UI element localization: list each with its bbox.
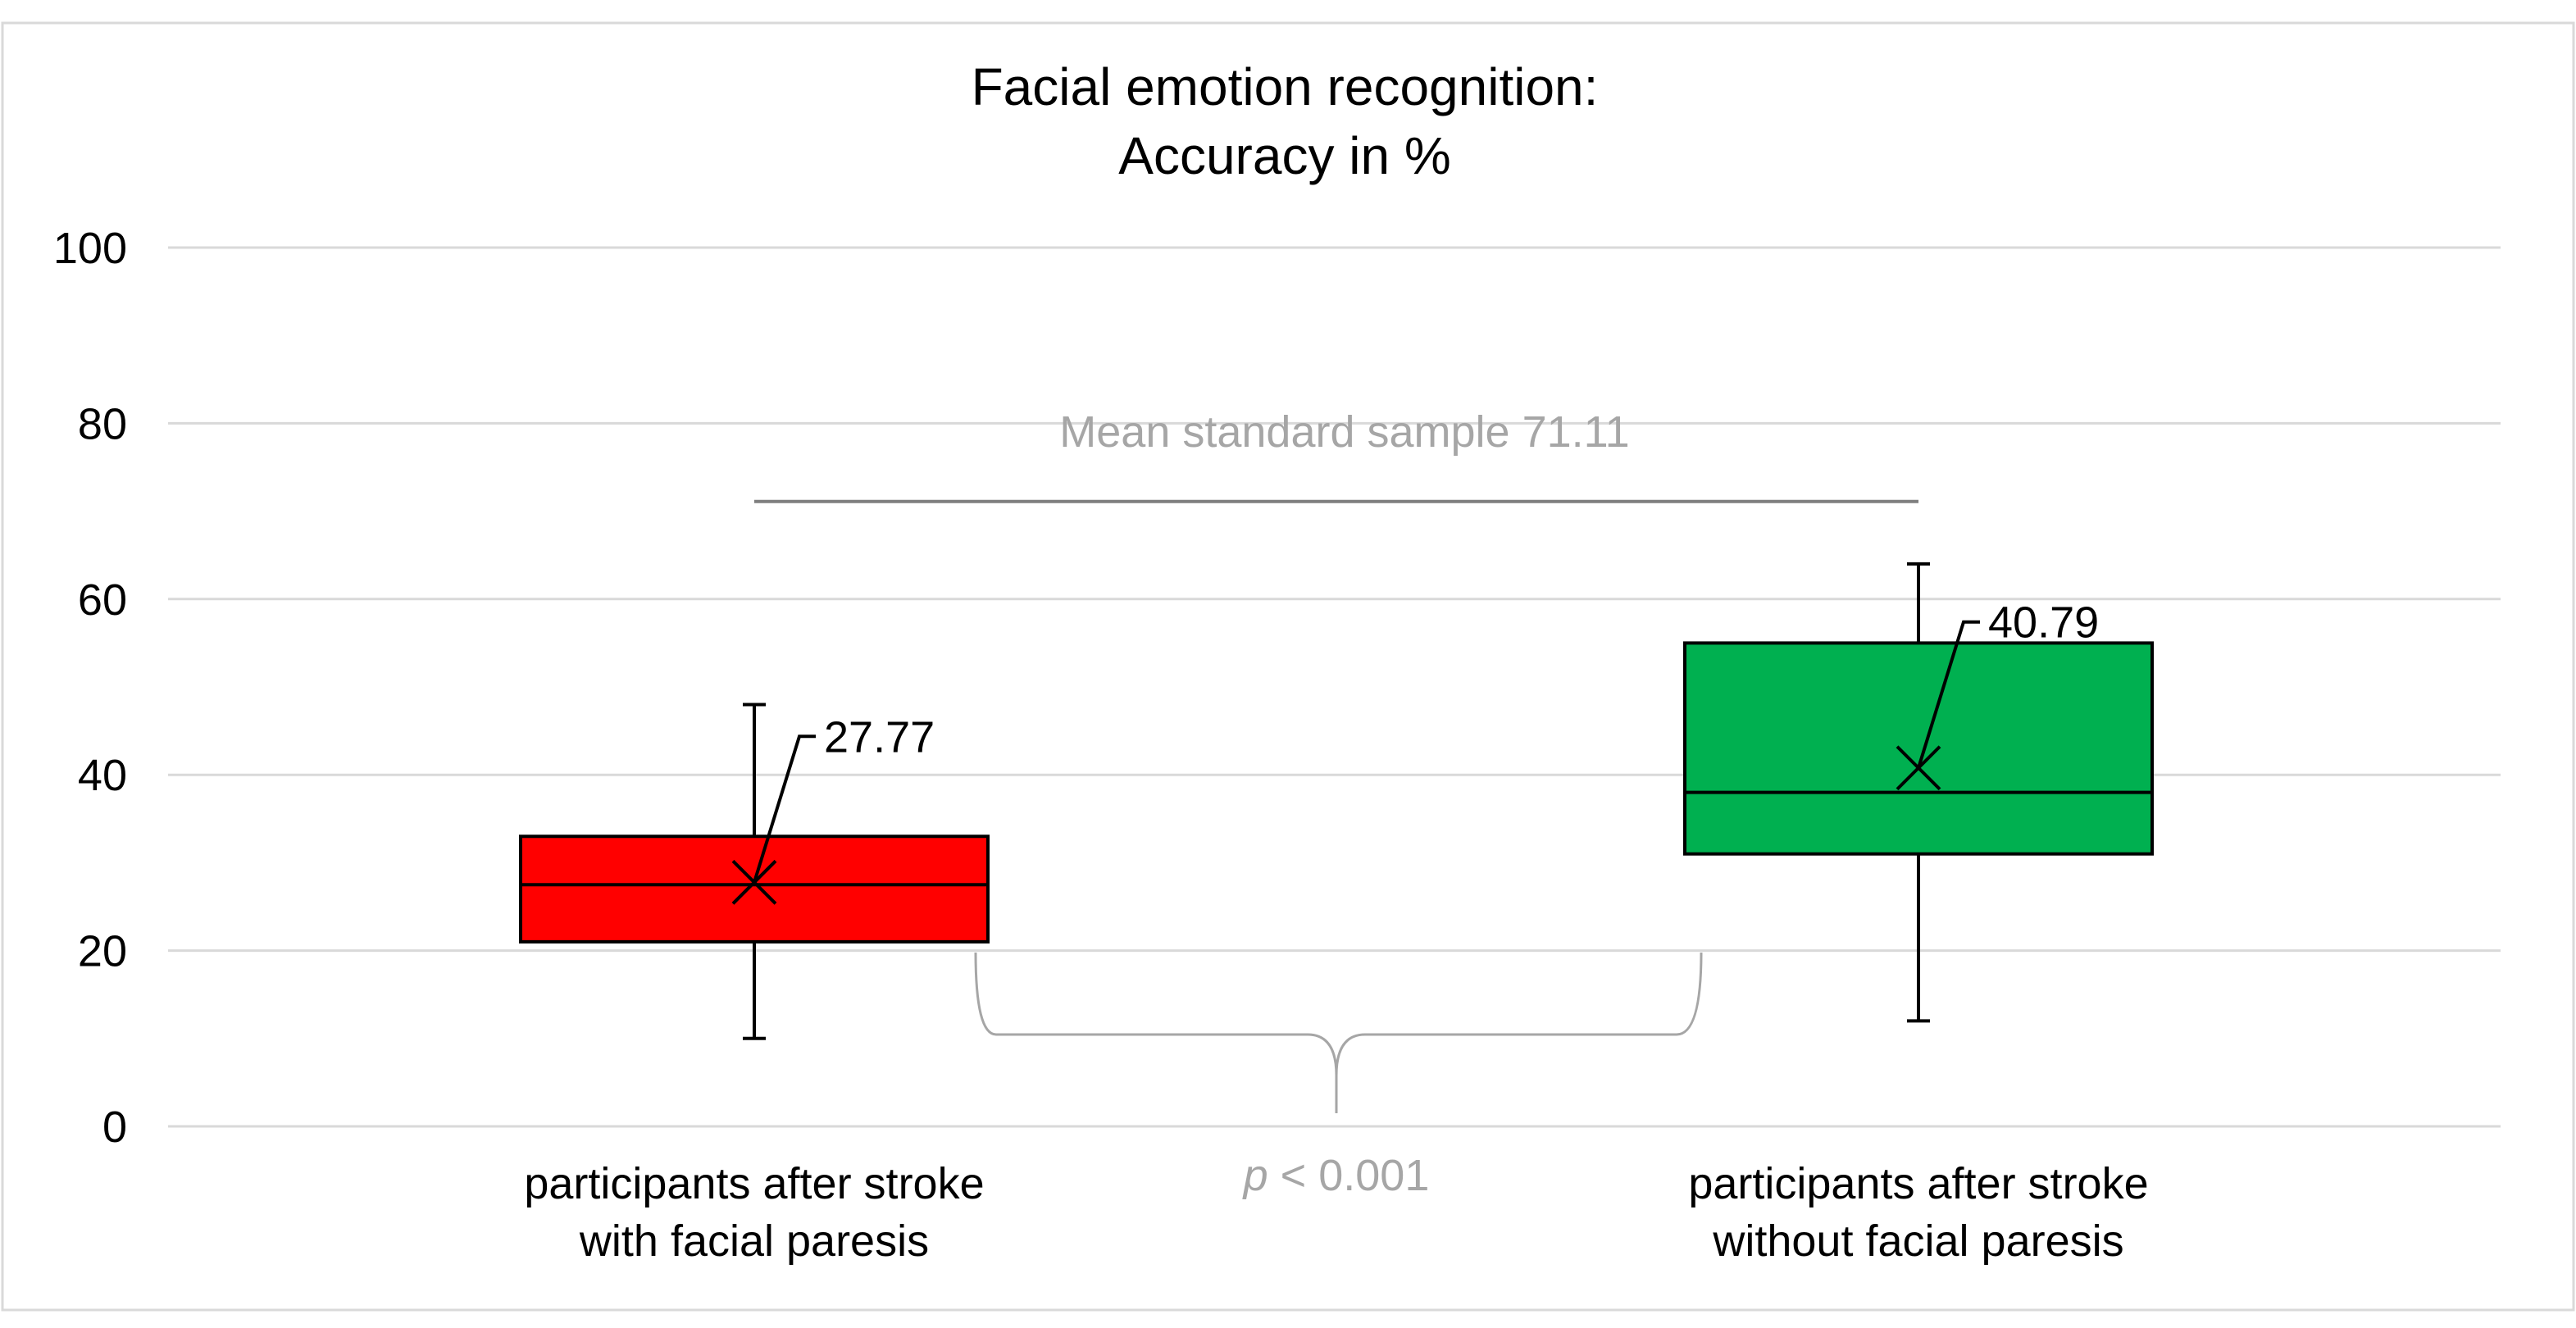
p-value-text: < 0.001 xyxy=(1268,1151,1430,1200)
p-value-label: p < 0.001 xyxy=(1242,1151,1430,1200)
box-iqr xyxy=(519,835,990,944)
reference-line-label: Mean standard sample 71.11 xyxy=(1059,407,1629,457)
box-1: 27.77 xyxy=(519,703,990,1040)
y-tick-label: 60 xyxy=(78,575,127,625)
y-tick-label: 20 xyxy=(78,927,127,976)
mean-value-label: 27.77 xyxy=(824,712,935,762)
significance-bracket xyxy=(974,952,1703,1113)
p-symbol: p xyxy=(1242,1151,1268,1200)
box-iqr xyxy=(1683,641,2154,856)
y-tick-label: 100 xyxy=(53,224,127,273)
category-label: with facial paresis xyxy=(579,1217,929,1266)
mean-callout-line xyxy=(1917,620,1980,769)
gridlines xyxy=(168,246,2501,1128)
box-2: 40.79 xyxy=(1683,562,2154,1023)
mean-value-label: 40.79 xyxy=(1988,598,2099,648)
chart-title-line-1: Facial emotion recognition: xyxy=(972,57,1599,116)
category-label: without facial paresis xyxy=(1712,1217,2123,1266)
y-tick-label: 0 xyxy=(102,1103,127,1152)
chart-title-line-2: Accuracy in % xyxy=(1118,126,1450,185)
reference-line-group: Mean standard sample 71.11 xyxy=(754,407,1918,503)
category-label: participants after stroke xyxy=(1688,1159,2148,1208)
y-tick-label: 80 xyxy=(78,399,127,448)
y-axis-ticks: 0 20 40 60 80 100 xyxy=(53,224,127,1152)
x-axis-labels: participants after stroke with facial par… xyxy=(524,1159,2148,1266)
category-label: participants after stroke xyxy=(524,1159,984,1208)
boxes: 27.77 40.79 xyxy=(519,562,2154,1040)
y-tick-label: 40 xyxy=(78,751,127,800)
significance-bracket-group: p < 0.001 xyxy=(974,952,1703,1200)
chart-border xyxy=(1,21,2575,1312)
mean-callout-line xyxy=(753,734,816,883)
